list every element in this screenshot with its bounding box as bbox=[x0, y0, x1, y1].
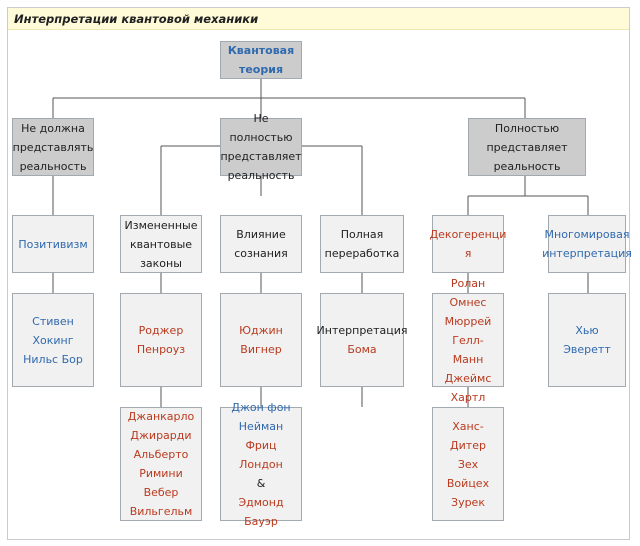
node-not-represent-line1: Не должна bbox=[21, 121, 85, 135]
node-complete-rework: Полная переработка bbox=[320, 215, 404, 273]
link-weber-line1[interactable]: Вебер bbox=[143, 486, 179, 499]
node-positivism-link[interactable]: Позитивизм bbox=[18, 237, 88, 251]
node-modified-laws-line2: квантовые bbox=[129, 237, 193, 251]
node-not-fully-represent: Не полностью представляет реальность bbox=[220, 112, 302, 182]
node-many-worlds[interactable]: Многомировая интерпретация bbox=[542, 215, 632, 273]
node-many-worlds-line1[interactable]: Многомировая bbox=[544, 228, 630, 241]
diagram-caption: Интерпретации квантовой механики bbox=[8, 8, 629, 30]
link-weber-line2[interactable]: Вильгельм bbox=[129, 505, 193, 518]
link-hugh-everett[interactable]: Хью Эверетт bbox=[563, 324, 611, 356]
node-not-represent-line3: реальность bbox=[19, 159, 87, 173]
link-hartle-line2[interactable]: Хартл bbox=[450, 390, 486, 404]
link-gellmann-line2[interactable]: Гелл-Манн bbox=[452, 333, 484, 366]
link-fritz-london[interactable]: Фриц Лондон bbox=[239, 438, 283, 471]
node-fully-line3: реальность bbox=[493, 159, 561, 173]
link-eugene-wigner[interactable]: Юджин Вигнер bbox=[239, 324, 283, 356]
link-niels-bohr[interactable]: Нильс Бор bbox=[23, 352, 83, 366]
link-penrose-line2[interactable]: Пенроуз bbox=[136, 343, 186, 356]
node-consciousness-line2: сознания bbox=[234, 247, 288, 260]
link-stephen-hawking[interactable]: Стивен Хокинг bbox=[32, 314, 74, 347]
node-not-fully-line2: представляет bbox=[220, 150, 302, 163]
node-not-represent-line2: представлять bbox=[12, 140, 94, 154]
link-hartle-line1[interactable]: Джеймс bbox=[444, 371, 492, 385]
link-omnes[interactable]: Ролан Омнес bbox=[449, 276, 487, 309]
node-rework-line2: переработка bbox=[324, 247, 400, 260]
link-ghirardi-line2[interactable]: Джирарди bbox=[130, 429, 192, 442]
link-zeh-line1[interactable]: Ханс-Дитер bbox=[450, 419, 486, 452]
link-rimini-line2[interactable]: Римини bbox=[139, 467, 183, 480]
node-decoherence[interactable]: Декогеренци я bbox=[429, 215, 507, 273]
link-rimini-line1[interactable]: Альберто bbox=[133, 448, 189, 461]
node-positivism[interactable]: Позитивизм bbox=[12, 215, 94, 273]
node-decoherence-line1[interactable]: Декогеренци bbox=[429, 228, 507, 241]
link-zeh-line2[interactable]: Зех bbox=[457, 457, 479, 471]
link-zurek[interactable]: Войцех Зурек bbox=[446, 476, 490, 509]
node-decoherence-line2[interactable]: я bbox=[464, 247, 472, 260]
link-gellmann-line1[interactable]: Мюррей bbox=[444, 314, 492, 328]
node-modified-laws: Измененные квантовые законы bbox=[120, 215, 202, 273]
node-quantum-theory-line1[interactable]: Квантовая bbox=[227, 44, 295, 57]
node-wigner[interactable]: Юджин Вигнер bbox=[220, 293, 302, 387]
node-fully-represent: Полностью представляет реальность bbox=[468, 118, 586, 176]
link-von-neumann-line2[interactable]: Нейман bbox=[238, 419, 284, 433]
node-modified-laws-line3: законы bbox=[140, 256, 182, 270]
node-rework-line1: Полная bbox=[340, 228, 384, 241]
node-consciousness: Влияние сознания bbox=[220, 215, 302, 273]
node-quantum-theory[interactable]: Квантовая теория bbox=[220, 41, 302, 79]
link-penrose-line1[interactable]: Роджер bbox=[138, 324, 184, 337]
link-edmond-bauer[interactable]: Эдмонд Бауэр bbox=[238, 495, 284, 528]
node-bohm-line1: Интерпретация bbox=[316, 324, 408, 337]
node-not-fully-line1: Не полностью bbox=[229, 112, 293, 144]
node-many-worlds-line2[interactable]: интерпретация bbox=[542, 247, 632, 260]
link-bohm[interactable]: Бома bbox=[347, 343, 377, 356]
link-von-neumann-line1[interactable]: Джон фон bbox=[231, 400, 291, 414]
node-fully-line2: представляет bbox=[486, 140, 568, 154]
node-not-fully-line3: реальность bbox=[227, 169, 295, 182]
node-quantum-theory-line2[interactable]: теория bbox=[238, 63, 284, 76]
diagram-frame bbox=[7, 7, 630, 540]
node-consciousness-line1: Влияние bbox=[236, 228, 286, 241]
link-ghirardi-line1[interactable]: Джанкарло bbox=[127, 410, 195, 423]
node-everett[interactable]: Хью Эверетт bbox=[548, 293, 626, 387]
node-fully-line1: Полностью bbox=[494, 121, 560, 135]
node-modified-laws-line1: Измененные bbox=[124, 218, 198, 232]
ampersand-text: & bbox=[256, 476, 266, 490]
node-not-represent-reality: Не должна представлять реальность bbox=[12, 118, 94, 176]
